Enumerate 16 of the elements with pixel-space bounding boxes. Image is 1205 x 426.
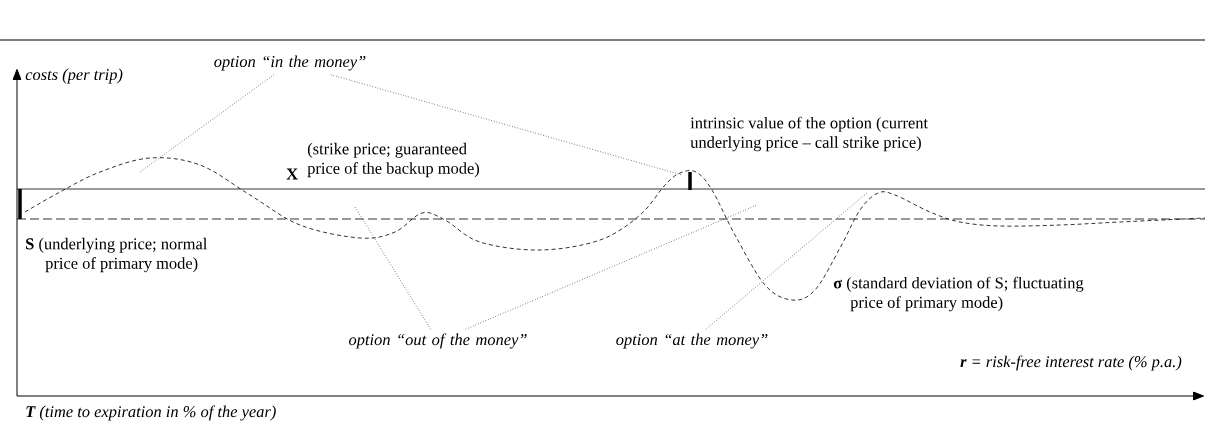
leader-label: option “in the money” xyxy=(214,55,366,71)
leader-label: option “at the money” xyxy=(616,333,768,349)
annotation-text: intrinsic value of the option (current underlying price – call strike price) xyxy=(690,116,928,152)
annotation-text: r = risk-free interest rate (% p.a.) xyxy=(960,355,1182,371)
axis-label: T (time to expiration in % of the year) xyxy=(26,405,276,421)
leader-line xyxy=(139,74,275,173)
leader-label: option “out of the money” xyxy=(349,333,527,349)
leader-line xyxy=(465,204,758,330)
axis-label: costs (per trip) xyxy=(25,68,123,84)
annotation-text: S (underlying price; normal price of primary mode) xyxy=(26,237,208,273)
strike-symbol: X xyxy=(286,168,298,180)
leader-line xyxy=(354,206,432,330)
leader-line xyxy=(705,191,869,330)
annotation-text: σ (standard deviation of S; fluctuating price of primary mode) xyxy=(833,276,1084,312)
leader-line xyxy=(330,74,683,176)
annotation-text: (strike price; guaranteed price of the backup mode) xyxy=(307,142,480,178)
